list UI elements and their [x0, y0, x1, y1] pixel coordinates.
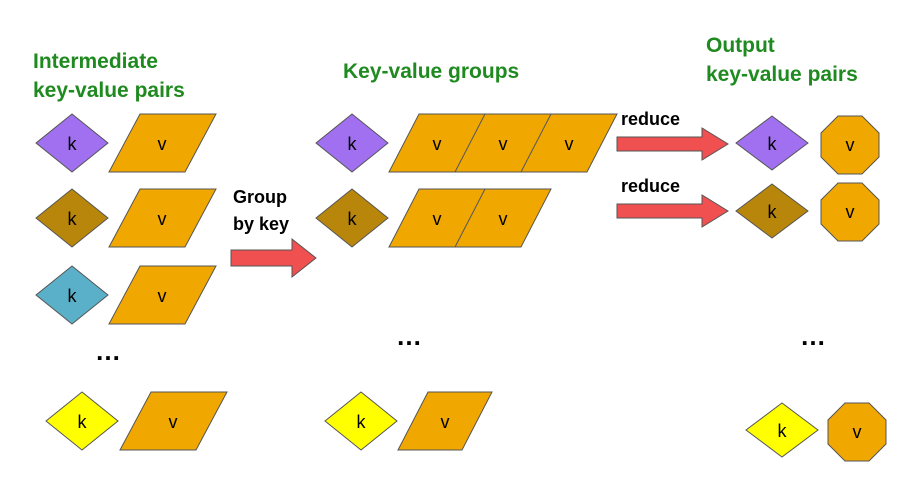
- key-diamond-yellow: [324, 391, 398, 451]
- value-divider: [454, 113, 486, 173]
- value-label: v: [433, 209, 442, 229]
- value-label: v: [158, 286, 167, 306]
- group-by-key-line2: by key: [233, 214, 289, 234]
- key-label: k: [348, 209, 358, 229]
- ellipsis: …: [800, 321, 826, 351]
- value-label: v: [441, 412, 450, 432]
- key-diamond-yellow: [45, 391, 119, 451]
- key-label: k: [768, 202, 778, 222]
- reduce-label: reduce: [621, 176, 680, 196]
- ellipsis: …: [396, 321, 422, 351]
- value-label: v: [169, 412, 178, 432]
- value-label: v: [846, 202, 855, 222]
- reduce-label: reduce: [621, 109, 680, 129]
- ellipsis: …: [95, 336, 121, 366]
- value-label: v: [433, 134, 442, 154]
- header-key-value-groups: Key-value groups: [343, 60, 519, 83]
- key-diamond-yellow: [745, 402, 819, 458]
- value-label: v: [846, 135, 855, 155]
- header-intermediate-line2: key-value pairs: [33, 79, 185, 102]
- key-diamond-purple: [35, 113, 109, 173]
- key-label: k: [348, 134, 358, 154]
- value-divider: [520, 113, 552, 173]
- key-diamond-teal: [35, 265, 109, 325]
- key-label: k: [78, 412, 88, 432]
- header-output-line2: key-value pairs: [706, 63, 858, 86]
- value-label: v: [565, 134, 574, 154]
- key-label: k: [357, 412, 367, 432]
- key-label: k: [768, 134, 778, 154]
- key-diamond-brown: [735, 183, 809, 239]
- header-output-line1: Output: [706, 34, 775, 57]
- value-label: v: [158, 134, 167, 154]
- value-octagon: [820, 182, 880, 242]
- value-octagon: [820, 115, 880, 175]
- value-label: v: [499, 209, 508, 229]
- key-label: k: [68, 209, 78, 229]
- reduce-arrow: [616, 194, 729, 228]
- key-diamond-brown: [315, 188, 389, 248]
- value-parallelogram: [108, 188, 217, 248]
- value-label: v: [158, 209, 167, 229]
- value-parallelogram: [108, 113, 217, 173]
- key-diamond-purple: [735, 115, 809, 171]
- key-label: k: [778, 421, 788, 441]
- key-label: k: [68, 134, 78, 154]
- group-by-key-line1: Group: [233, 187, 287, 207]
- value-octagon: [827, 402, 887, 462]
- value-divider: [454, 188, 486, 248]
- header-intermediate-line1: Intermediate: [33, 50, 158, 73]
- value-group: [397, 391, 493, 451]
- value-label: v: [853, 422, 862, 442]
- value-parallelogram: [108, 265, 217, 325]
- value-parallelogram: [119, 391, 228, 451]
- reduce-arrow: [616, 127, 729, 161]
- key-diamond-purple: [315, 113, 389, 173]
- key-diamond-brown: [35, 188, 109, 248]
- value-label: v: [499, 134, 508, 154]
- group-arrow: [230, 237, 317, 279]
- key-label: k: [68, 286, 78, 306]
